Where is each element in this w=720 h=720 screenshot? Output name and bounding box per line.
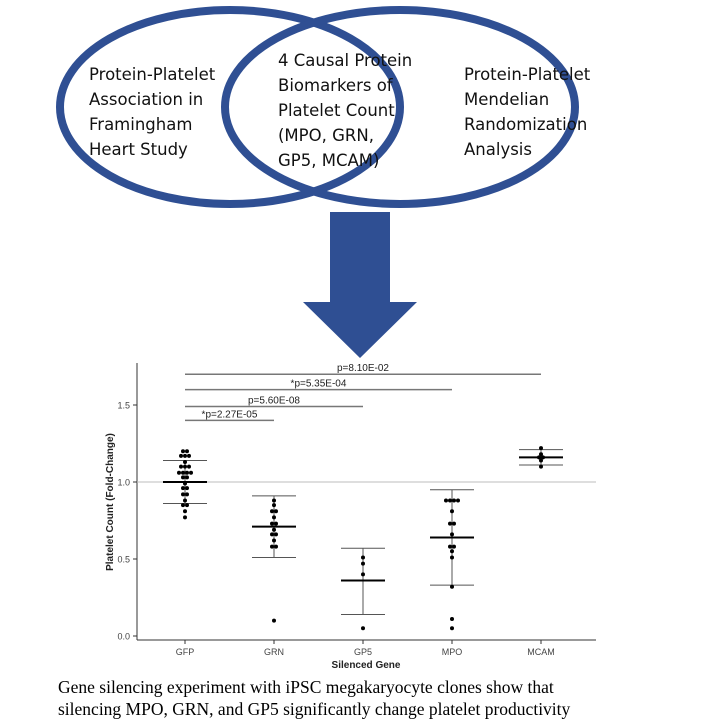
data-point xyxy=(456,498,460,503)
p-value-label: p=5.60E-08 xyxy=(248,396,300,407)
data-point xyxy=(187,464,191,469)
platelet-count-chart: Silenced Gene Platelet Count (Fold-Chang… xyxy=(105,363,596,671)
figure-caption: Gene silencing experiment with iPSC mega… xyxy=(58,676,718,720)
data-point xyxy=(185,449,189,454)
data-point xyxy=(183,481,187,486)
data-point xyxy=(541,455,545,460)
data-point xyxy=(181,470,185,475)
data-point xyxy=(448,498,452,503)
down-arrow xyxy=(303,212,417,358)
data-point xyxy=(539,464,543,469)
data-point xyxy=(450,532,454,537)
venn-right-label: Protein-Platelet Mendelian Randomization… xyxy=(464,65,591,159)
y-axis-label: Platelet Count (Fold-Change) xyxy=(105,433,116,571)
p-value-label: p=8.10E-02 xyxy=(337,363,389,374)
data-point xyxy=(361,626,365,631)
data-point xyxy=(274,532,278,537)
x-tick-label: MCAM xyxy=(527,647,555,657)
data-point xyxy=(539,458,543,463)
data-point xyxy=(361,555,365,560)
data-point xyxy=(272,527,276,532)
data-point xyxy=(361,561,365,566)
data-point xyxy=(270,544,274,549)
data-point xyxy=(450,617,454,622)
data-point xyxy=(450,626,454,631)
data-point xyxy=(179,453,183,458)
venn-center-label: 4 Causal Protein Biomarkers of Platelet … xyxy=(278,51,413,170)
x-tick-label: GRN xyxy=(264,647,284,657)
y-tick-label: 1.0 xyxy=(117,478,130,488)
data-point xyxy=(539,446,543,451)
data-point xyxy=(179,464,183,469)
data-point xyxy=(450,549,454,554)
caption-line-2: silencing MPO, GRN, and GP5 significantl… xyxy=(58,699,571,719)
x-tick-label: GFP xyxy=(176,647,195,657)
data-point xyxy=(270,532,274,537)
x-tick-label: GP5 xyxy=(354,647,372,657)
data-point xyxy=(450,509,454,514)
data-point xyxy=(181,475,185,480)
data-point xyxy=(181,492,185,497)
data-point xyxy=(183,464,187,469)
data-point xyxy=(539,452,543,457)
down-arrow-shape xyxy=(303,212,417,358)
data-point xyxy=(361,572,365,577)
data-point xyxy=(177,470,181,475)
data-point xyxy=(189,470,193,475)
p-value-label: *p=2.27E-05 xyxy=(202,409,258,420)
venn-diagram xyxy=(56,6,579,208)
data-point xyxy=(185,492,189,497)
y-tick-label: 0.5 xyxy=(117,555,130,565)
data-point xyxy=(183,453,187,458)
data-point xyxy=(448,544,452,549)
data-point xyxy=(181,449,185,454)
data-point xyxy=(187,453,191,458)
venn-left-label: Protein-Platelet Association in Framingh… xyxy=(89,65,216,159)
venn-right-circle xyxy=(221,6,579,208)
data-point xyxy=(537,455,541,460)
data-point xyxy=(185,470,189,475)
data-point xyxy=(272,498,276,503)
data-point xyxy=(181,503,185,508)
y-tick-label: 0.0 xyxy=(117,632,130,642)
data-point xyxy=(183,459,187,464)
data-point xyxy=(448,521,452,526)
y-tick-label: 1.5 xyxy=(117,401,130,411)
x-tick-label: MPO xyxy=(442,647,463,657)
data-point xyxy=(444,498,448,503)
data-point xyxy=(274,509,278,514)
data-point xyxy=(183,498,187,503)
data-point xyxy=(272,618,276,623)
data-point xyxy=(183,515,187,520)
p-value-label: *p=5.35E-04 xyxy=(291,379,347,390)
caption-line-1: Gene silencing experiment with iPSC mega… xyxy=(58,677,554,697)
x-axis-label: Silenced Gene xyxy=(332,660,401,671)
data-point xyxy=(452,544,456,549)
data-point xyxy=(270,509,274,514)
data-point xyxy=(452,521,456,526)
data-point xyxy=(185,486,189,491)
data-point xyxy=(183,509,187,514)
venn-left-circle xyxy=(56,6,404,208)
data-point xyxy=(181,486,185,491)
data-point xyxy=(452,498,456,503)
data-point xyxy=(450,584,454,589)
data-point xyxy=(272,515,276,520)
data-point xyxy=(270,521,274,526)
data-point xyxy=(272,503,276,508)
data-point xyxy=(272,538,276,543)
data-point xyxy=(185,475,189,480)
data-point xyxy=(450,555,454,560)
data-point xyxy=(274,544,278,549)
data-point xyxy=(185,503,189,508)
data-point xyxy=(274,521,278,526)
